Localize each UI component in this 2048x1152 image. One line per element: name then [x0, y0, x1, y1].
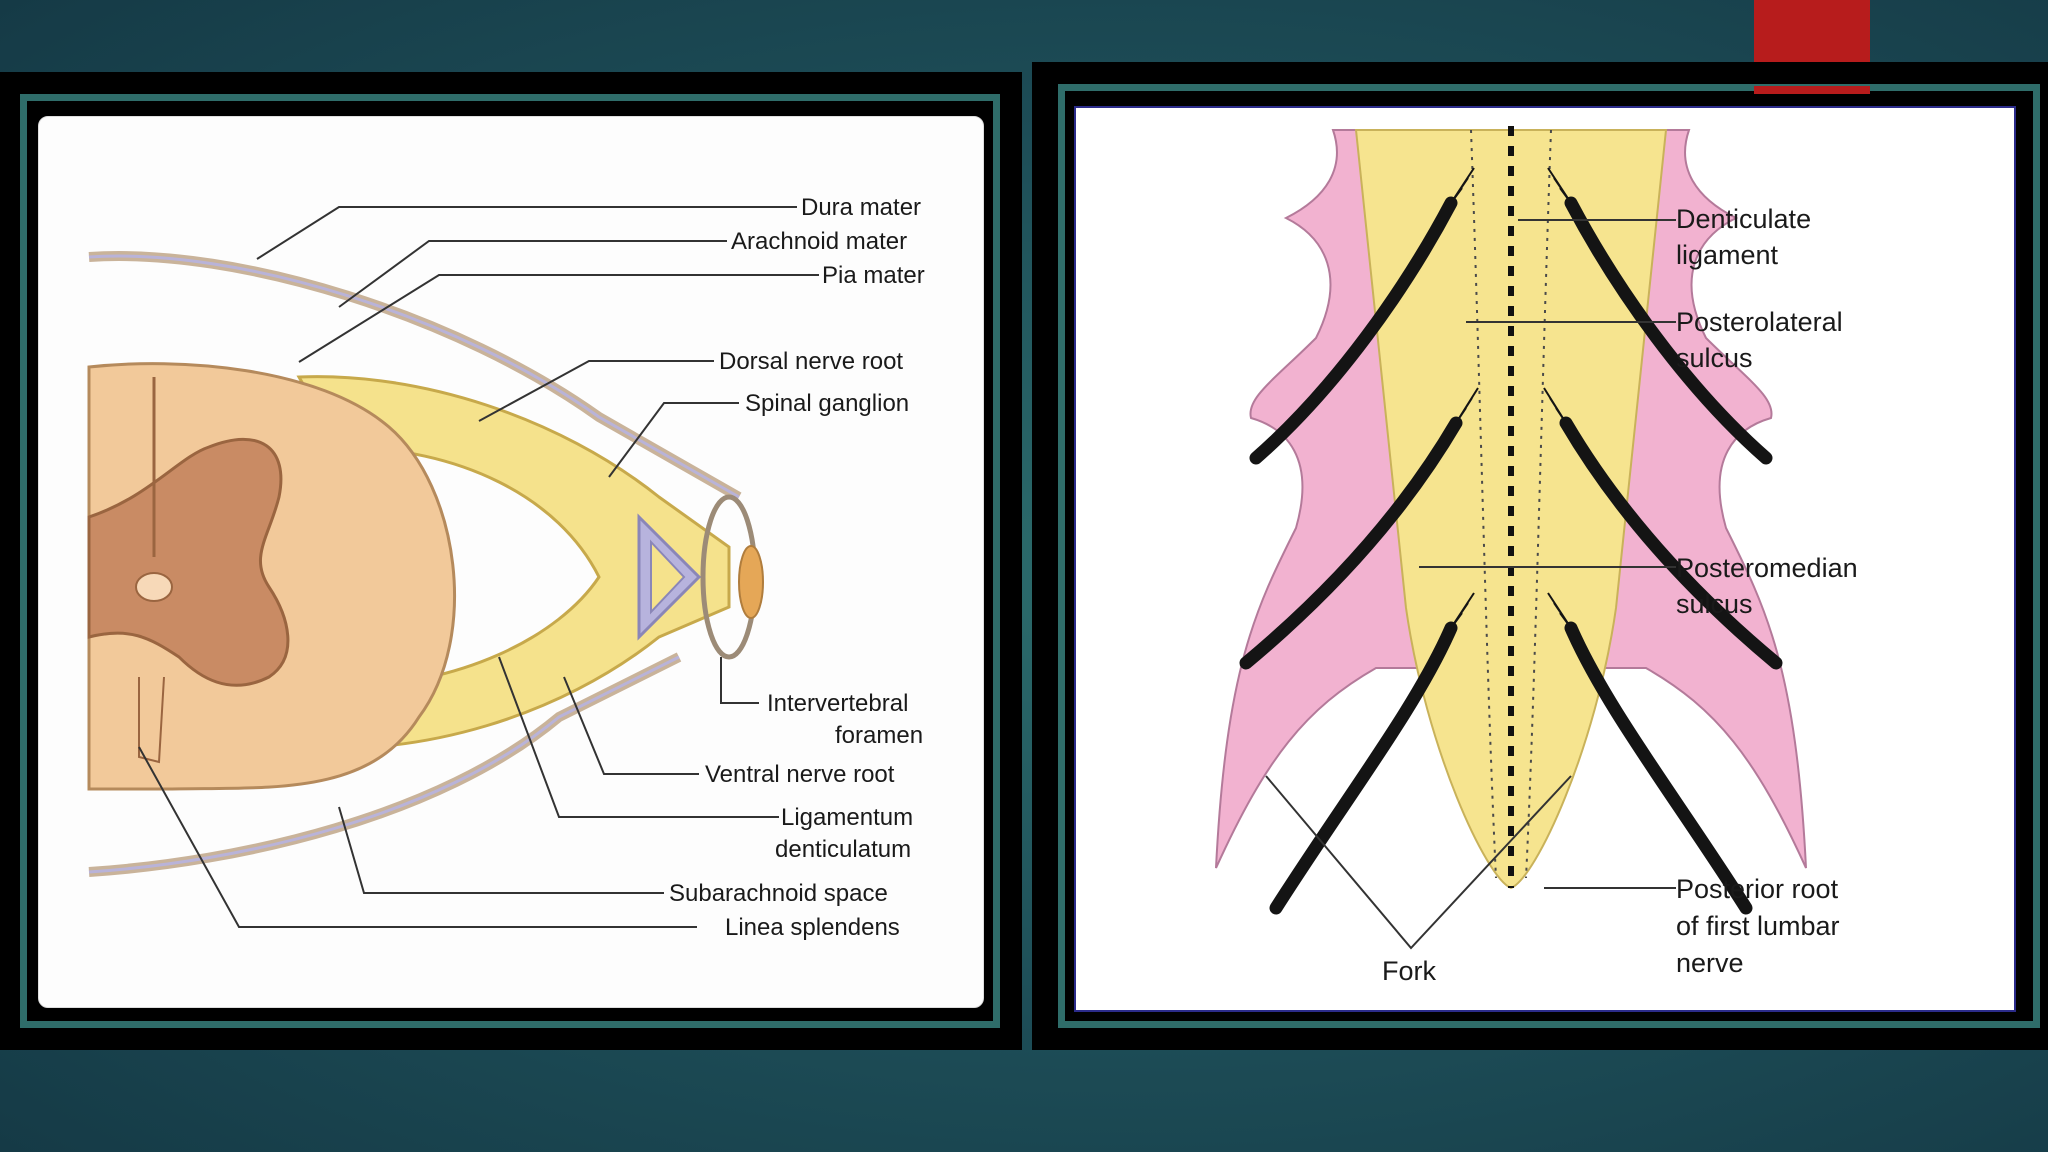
spinal-cord-cross-section-diagram: Dura mater Arachnoid mater Pia mater Dor…: [38, 116, 984, 1008]
label-posterolateral-2: sulcus: [1676, 343, 1753, 373]
label-intervertebral-1: Intervertebral: [767, 690, 908, 717]
label-posterior-root-3: nerve: [1676, 948, 1744, 978]
label-denticulate-1: Denticulate: [1676, 204, 1811, 234]
cord-posterior-view-diagram: Denticulate ligament Posterolateral sulc…: [1074, 106, 2016, 1012]
label-posteromedian-2: sulcus: [1676, 589, 1753, 619]
label-pia-mater: Pia mater: [822, 262, 925, 289]
label-ventral-nerve-root: Ventral nerve root: [705, 761, 895, 788]
label-posterior-root-2: of first lumbar: [1676, 911, 1840, 941]
posterior-view-svg: Denticulate ligament Posterolateral sulc…: [1076, 108, 2014, 1010]
label-dura-mater: Dura mater: [801, 194, 921, 221]
label-posterior-root-1: Posterior root: [1676, 874, 1839, 904]
label-denticulate-2: ligament: [1676, 240, 1779, 270]
label-dorsal-nerve-root: Dorsal nerve root: [719, 348, 903, 375]
label-spinal-ganglion: Spinal ganglion: [745, 390, 909, 417]
slide-accent-tab: [1754, 0, 1870, 62]
label-posteromedian-1: Posteromedian: [1676, 553, 1858, 583]
label-posterolateral-1: Posterolateral: [1676, 307, 1843, 337]
label-arachnoid-mater: Arachnoid mater: [731, 228, 907, 255]
label-ligamentum-1: Ligamentum: [781, 804, 913, 831]
label-intervertebral-2: foramen: [835, 722, 923, 749]
label-ligamentum-2: denticulatum: [775, 836, 911, 863]
label-subarachnoid-space: Subarachnoid space: [669, 880, 888, 907]
label-fork: Fork: [1382, 956, 1437, 986]
label-linea-splendens: Linea splendens: [725, 914, 900, 941]
cross-section-svg: Dura mater Arachnoid mater Pia mater Dor…: [39, 117, 983, 1007]
slide-accent-tab-stub: [1754, 86, 1870, 94]
central-canal: [136, 573, 172, 601]
